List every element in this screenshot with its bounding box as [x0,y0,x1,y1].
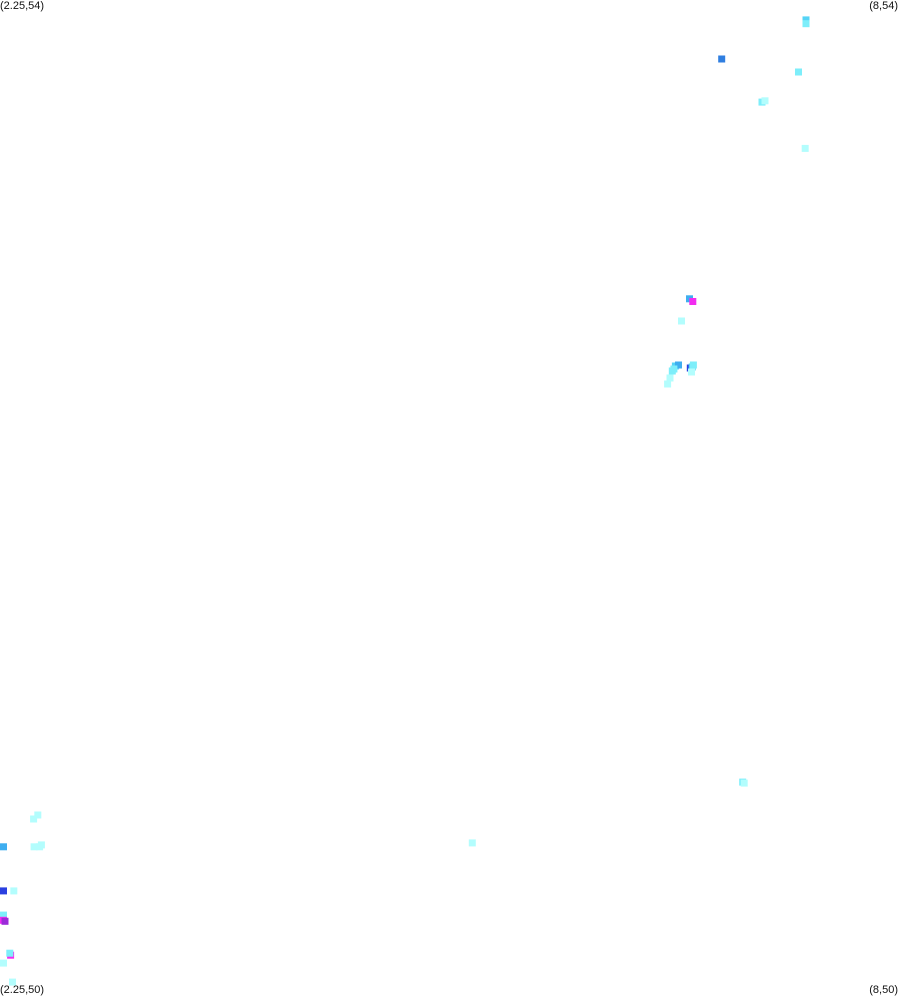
density-cell-22 [30,815,38,823]
density-cell-5 [761,97,769,105]
density-cell-2 [718,55,726,63]
density-cell-21 [740,779,748,787]
corner-label-bottom-right: (8,50) [869,984,898,996]
density-cell-24 [30,843,38,851]
density-cell-19 [688,368,695,376]
density-cell-30 [10,887,18,895]
density-cell-27 [468,839,476,847]
density-cell-11 [675,361,682,369]
density-cell-15 [664,380,672,388]
density-cell-23 [34,811,42,819]
density-cell-9 [678,317,685,325]
corner-label-top-left: (2.25,54) [0,0,45,12]
density-cell-3 [795,68,802,76]
density-cells [0,16,810,986]
corner-label-top-right: (8,54) [869,0,898,12]
density-cell-13 [668,367,676,375]
density-cell-6 [801,144,809,152]
density-cell-31 [0,911,7,919]
density-cell-29 [0,887,7,895]
density-cell-8 [689,298,697,305]
density-cell-1 [802,20,810,28]
corner-label-bottom-left: (2.25,50) [0,984,45,996]
density-cell-0 [802,16,810,24]
density-cell-28 [0,843,7,851]
density-cell-14 [666,374,674,382]
density-cell-36 [0,959,7,967]
density-cell-18 [689,361,697,369]
density-cell-35 [6,949,14,957]
density-cell-26 [37,841,45,849]
density-cell-33 [1,917,9,925]
density-cell-37 [9,978,16,986]
